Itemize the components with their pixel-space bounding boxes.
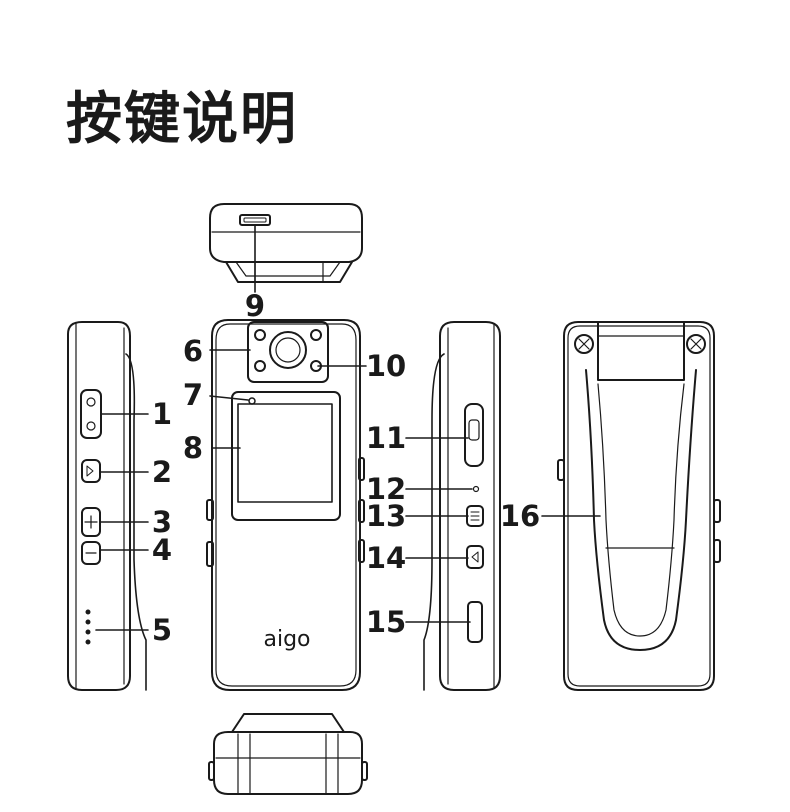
callout-4: 4 [152, 533, 172, 567]
callout-numbers: 1 2 3 4 5 6 7 8 9 10 11 12 13 14 15 16 [152, 289, 540, 647]
minus-button [81, 541, 101, 565]
camera-module [247, 321, 329, 383]
screw-icon [686, 334, 706, 354]
callout-8: 8 [183, 431, 203, 465]
indicator-light [248, 397, 256, 405]
microphone-hole [472, 485, 480, 493]
brand-logo: aigo [263, 627, 310, 652]
lcd-screen [231, 391, 341, 521]
callout-10: 10 [366, 349, 406, 383]
bottom-view [208, 713, 368, 795]
callout-16: 16 [500, 499, 540, 533]
callout-2: 2 [152, 455, 172, 489]
power-switch [80, 389, 102, 439]
ir-light-icon [310, 329, 322, 341]
usb-port [239, 214, 271, 226]
front-view: aigo [206, 319, 365, 691]
callout-11: 11 [366, 421, 406, 455]
ir-light-icon [254, 360, 266, 372]
callout-14: 14 [366, 541, 406, 575]
back-view [557, 321, 721, 691]
leader-lines [95, 225, 601, 631]
clip-hinge [597, 321, 685, 381]
callout-5: 5 [152, 613, 172, 647]
back-button [466, 545, 484, 569]
play-pause-button [81, 459, 101, 483]
page-title: 按键说明 [66, 87, 298, 152]
callout-3: 3 [152, 505, 172, 539]
screw-icon [574, 334, 594, 354]
camera-lens [269, 331, 307, 369]
callout-12: 12 [366, 472, 406, 506]
callout-9: 9 [245, 289, 265, 323]
callout-1: 1 [152, 397, 172, 431]
callout-6: 6 [183, 334, 203, 368]
callout-15: 15 [366, 605, 406, 639]
right-side-view [423, 321, 501, 691]
left-side-view [67, 321, 147, 691]
ir-light-icon [254, 329, 266, 341]
callout-7: 7 [183, 378, 203, 412]
top-view [209, 203, 363, 283]
callout-13: 13 [366, 499, 406, 533]
record-switch [464, 403, 484, 467]
back-clip [585, 369, 697, 651]
